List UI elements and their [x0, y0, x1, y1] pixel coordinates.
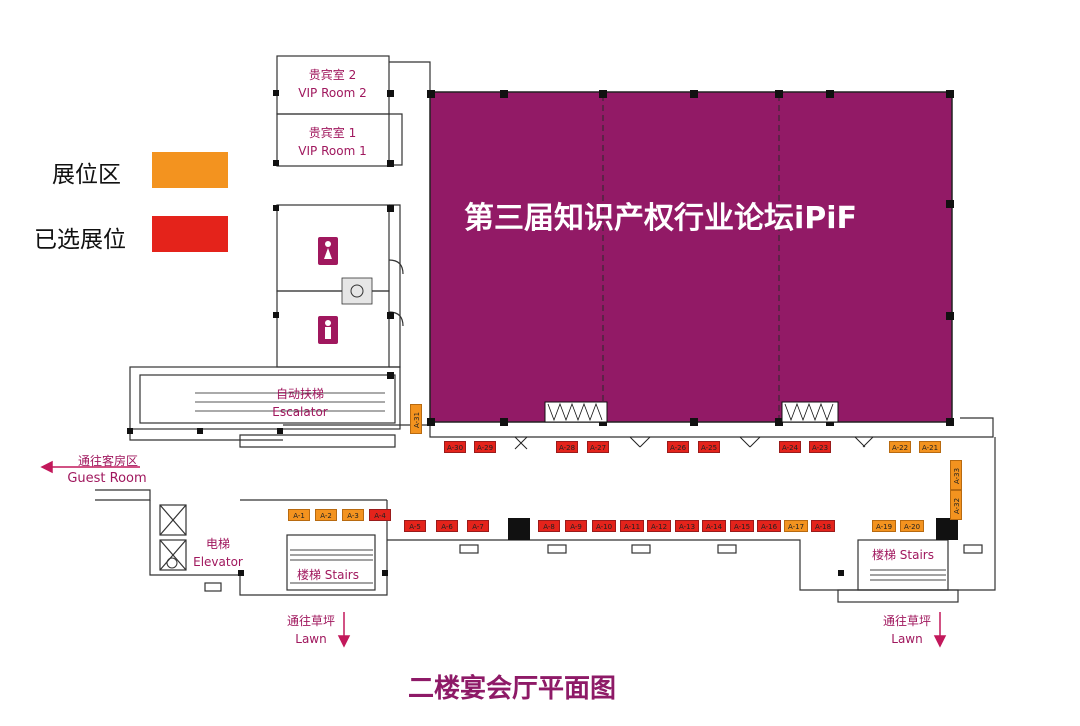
page-title: 二楼宴会厅平面图 [408, 674, 617, 704]
accessible-elevator-icon [166, 557, 178, 569]
booth-a-10[interactable]: A-10 [592, 520, 616, 532]
column-block [508, 518, 530, 540]
booth-a-26[interactable]: A-26 [667, 441, 689, 453]
legend-selected-swatch [152, 216, 228, 252]
booth-a-30[interactable]: A-30 [444, 441, 466, 453]
legend-selected-label: 已选展位 [34, 227, 126, 253]
booth-a-9[interactable]: A-9 [565, 520, 587, 532]
vip-room-1-wall [276, 113, 390, 167]
guest-room-direction: 通往客房区 [77, 454, 138, 468]
booth-a-2[interactable]: A-2 [315, 509, 337, 521]
arrow-left-icon [40, 460, 53, 474]
booth-a-27[interactable]: A-27 [587, 441, 609, 453]
booth-a-12[interactable]: A-12 [647, 520, 671, 532]
booth-a-22[interactable]: A-22 [889, 441, 911, 453]
booth-a-19[interactable]: A-19 [872, 520, 896, 532]
legend-available-swatch [152, 152, 228, 188]
booth-a-24[interactable]: A-24 [779, 441, 801, 453]
booth-a-13[interactable]: A-13 [675, 520, 699, 532]
booth-a-4[interactable]: A-4 [369, 509, 391, 521]
booth-a-15[interactable]: A-15 [730, 520, 754, 532]
male-restroom-icon [318, 316, 338, 344]
booth-a-31[interactable]: A-31 [410, 404, 422, 434]
booth-a-11[interactable]: A-11 [620, 520, 644, 532]
arrow-down-icon [337, 635, 351, 648]
booth-a-29[interactable]: A-29 [474, 441, 496, 453]
booth-a-20[interactable]: A-20 [900, 520, 924, 532]
female-restroom-icon [318, 237, 338, 265]
booth-a-23[interactable]: A-23 [809, 441, 831, 453]
booth-a-6[interactable]: A-6 [436, 520, 458, 532]
main-hall [429, 91, 953, 423]
booth-a-8[interactable]: A-8 [538, 520, 560, 532]
accessible-restroom-icon [341, 277, 373, 305]
guest-room-direction-en: Guest Room [67, 471, 147, 486]
booth-a-14[interactable]: A-14 [702, 520, 726, 532]
arrow-down-icon-right [933, 635, 947, 648]
booth-a-18[interactable]: A-18 [811, 520, 835, 532]
booth-a-1[interactable]: A-1 [288, 509, 310, 521]
booth-a-25[interactable]: A-25 [698, 441, 720, 453]
booth-a-5[interactable]: A-5 [404, 520, 426, 532]
booth-a-28[interactable]: A-28 [556, 441, 578, 453]
booth-a-32[interactable]: A-32 [950, 490, 962, 520]
hall-title: 第三届知识产权行业论坛iPiF [464, 201, 858, 236]
booth-a-21[interactable]: A-21 [919, 441, 941, 453]
booth-a-3[interactable]: A-3 [342, 509, 364, 521]
booth-a-33[interactable]: A-33 [950, 460, 962, 490]
legend-available-label: 展位区 [52, 162, 121, 188]
booth-a-17[interactable]: A-17 [784, 520, 808, 532]
stairs-left-label: 楼梯 Stairs [296, 568, 359, 582]
booth-a-16[interactable]: A-16 [757, 520, 781, 532]
stairs-right-label: 楼梯 Stairs [871, 548, 934, 562]
booth-a-7[interactable]: A-7 [467, 520, 489, 532]
